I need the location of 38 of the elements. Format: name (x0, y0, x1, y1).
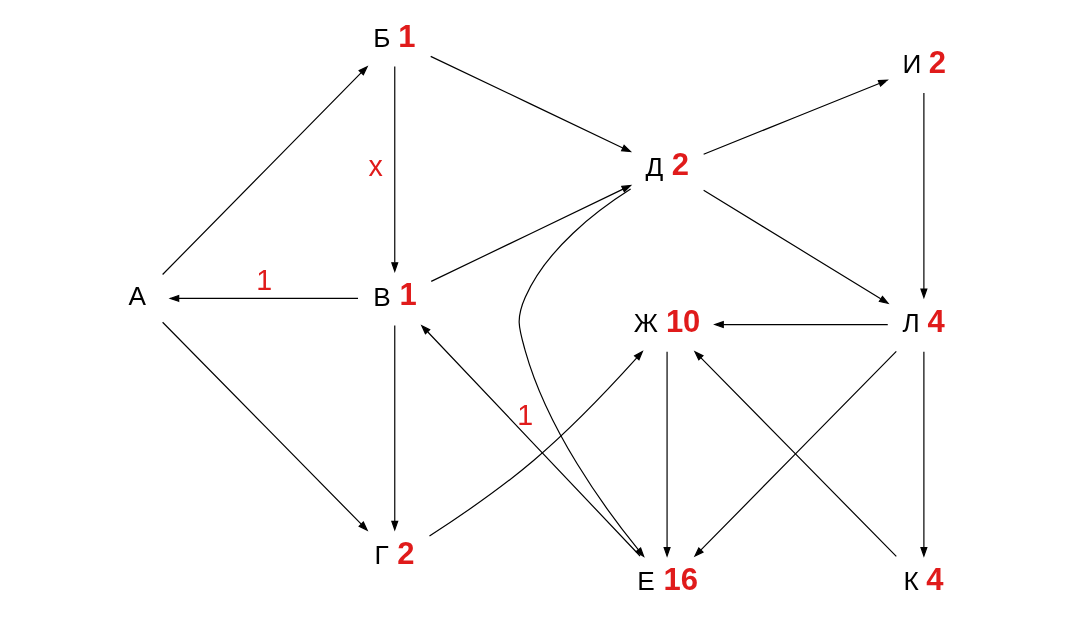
node-text: Д (645, 151, 664, 182)
edge-label: 1 (517, 398, 534, 431)
arrow (518, 188, 645, 558)
node-text: Б (373, 23, 391, 54)
edge-label: x (368, 150, 383, 183)
arrow (420, 324, 641, 557)
arrow (162, 321, 369, 532)
arrow (703, 189, 890, 305)
arrow (703, 79, 889, 155)
arrow (168, 294, 359, 303)
node-label: 2 (928, 44, 946, 80)
node-text: И (902, 49, 922, 80)
node-label: 1 (398, 18, 416, 54)
node-text: В (373, 281, 391, 312)
arrow (663, 351, 671, 558)
node-label: 10 (665, 303, 701, 339)
node-label: 2 (671, 147, 690, 183)
arrow (391, 66, 399, 273)
arrow (920, 351, 928, 558)
node-text: Ж (633, 307, 658, 338)
node-text: А (128, 281, 146, 312)
node-label: 1 (399, 277, 417, 313)
arrow (428, 350, 644, 537)
arrow (391, 324, 399, 532)
arrow (713, 320, 889, 329)
node-text: Л (902, 307, 920, 338)
node-text: Е (637, 566, 655, 597)
node-text: Г (374, 540, 389, 571)
node-text: К (903, 566, 919, 597)
node-label: 16 (663, 562, 698, 598)
edge-label: 1 (256, 264, 273, 297)
node-label: 2 (397, 535, 415, 571)
arrow (430, 184, 633, 282)
arrow (920, 92, 928, 300)
arrow (430, 55, 633, 153)
arrow (162, 65, 369, 276)
node-label: 4 (927, 303, 945, 339)
node-label: 4 (926, 562, 944, 598)
